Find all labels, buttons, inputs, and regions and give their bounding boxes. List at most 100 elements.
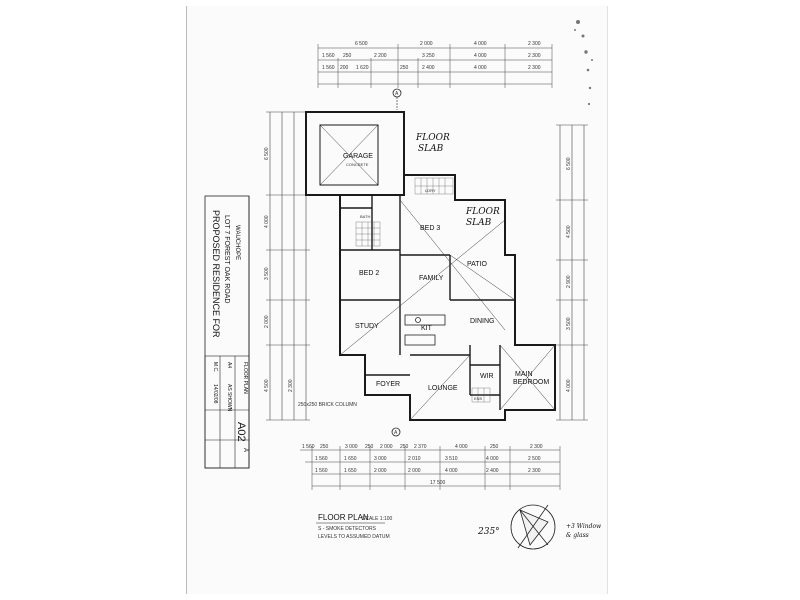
- dim-label: 2 500: [528, 456, 541, 462]
- dim-label: 2 000: [408, 468, 421, 474]
- dim-label: 4 000: [474, 65, 487, 71]
- dim-label: 1 560: [315, 468, 328, 474]
- dim-label: 4 000: [445, 468, 458, 474]
- dim-label: 250: [400, 65, 409, 71]
- dim-label: 1 560: [322, 65, 335, 71]
- dim-label: 4 000: [264, 215, 270, 228]
- left-dimensions: [266, 111, 310, 421]
- right-dims-text: 6 500 4 500 2 900 3 500 4 000: [566, 157, 572, 392]
- dim-total: 17 500: [430, 480, 446, 486]
- tb-lot: LOT 7 FOREST OAK ROAD: [223, 215, 230, 303]
- dim-label: 4 500: [264, 379, 270, 392]
- tb-drawn: M.C.: [212, 362, 218, 373]
- dim-label: 3 000: [345, 444, 358, 450]
- dim-label: 2 400: [422, 65, 435, 71]
- room-ens: ENS: [474, 396, 483, 401]
- dim-label: 2 000: [374, 468, 387, 474]
- tb-scale: AS SHOWN: [226, 384, 232, 412]
- section-label: A: [395, 91, 399, 97]
- room-bath: BATH: [360, 214, 370, 219]
- drawing-title: FLOOR PLAN SCALE 1:100: [316, 513, 393, 524]
- room-garage: GARAGE: [343, 153, 373, 160]
- plan-diagonals: [319, 124, 556, 421]
- top-dimensions: [317, 44, 553, 88]
- section-marker-bottom: A: [391, 427, 401, 437]
- tb-town: WAUCHOPE: [234, 225, 240, 260]
- dim-label: 1 650: [344, 456, 357, 462]
- dim-label: 250: [320, 444, 329, 450]
- tb-revision: A: [242, 448, 248, 452]
- dim-label: 3 500: [566, 317, 572, 330]
- dim-label: 2 200: [374, 53, 387, 59]
- dim-label: 6 500: [566, 157, 572, 170]
- tb-drawing-no: A02: [235, 422, 247, 442]
- dim-label: 1 560: [315, 456, 328, 462]
- room-main-bedroom: BEDROOM: [513, 379, 549, 386]
- dim-label: 2 300: [288, 379, 294, 392]
- note-smoke: S - SMOKE DETECTORS: [318, 526, 377, 532]
- dim-label: 1 560: [302, 444, 315, 450]
- room-wir: WIR: [480, 373, 494, 380]
- dim-label: 2 370: [414, 444, 427, 450]
- left-dims-text: 6 500 4 000 3 500 2 000 4 500 2 300: [264, 147, 294, 392]
- plan-notes: 250x250 BRICK COLUMN S - SMOKE DETECTORS…: [298, 402, 390, 540]
- hand-side-note-1: +3 Window: [566, 523, 602, 530]
- room-kit: KIT: [421, 325, 433, 332]
- scan-noise: [574, 20, 593, 106]
- dim-label: 4 000: [474, 53, 487, 59]
- dim-label: 4 000: [486, 456, 499, 462]
- handwritten-notes: FLOOR SLAB FLOOR SLAB 235° +3 Window & g…: [415, 133, 602, 539]
- room-patio: PATIO: [467, 261, 488, 268]
- dim-label: 3 000: [374, 456, 387, 462]
- hand-floor-slab-right: FLOOR: [465, 207, 500, 217]
- tb-sheet-size: A4: [226, 362, 232, 368]
- dim-label: 3 500: [264, 267, 270, 280]
- dim-label: 200: [340, 65, 349, 71]
- room-study: STUDY: [355, 323, 379, 330]
- top-dims-text: 6 500 2 000 4 000 2 300 1 560 250 2 200 …: [322, 41, 541, 71]
- section-marker-top: A: [392, 88, 402, 110]
- room-family: FAMILY: [419, 275, 444, 282]
- dim-label: 2 300: [528, 41, 541, 47]
- bottom-dimensions: [300, 446, 561, 490]
- dim-label: 2 300: [530, 444, 543, 450]
- bottom-dims-text: 1 560 250 3 000 250 2 000 250 2 370 4 00…: [302, 444, 543, 486]
- dim-label: 4 000: [474, 41, 487, 47]
- title-heading: FLOOR PLAN: [318, 513, 369, 522]
- wet-area-tiles: [355, 177, 491, 403]
- dim-label: 2 300: [528, 53, 541, 59]
- dim-label: 250: [343, 53, 352, 59]
- room-labels: GARAGE CONCRETE BED 3 BED 2 FAMILY PATIO…: [343, 153, 549, 401]
- note-brick-column: 250x250 BRICK COLUMN: [298, 402, 357, 408]
- dim-label: 250: [365, 444, 374, 450]
- hand-bearing: 235°: [477, 527, 500, 537]
- dim-label: 250: [400, 444, 409, 450]
- dim-label: 1 650: [344, 468, 357, 474]
- tb-project: PROPOSED RESIDENCE FOR: [211, 210, 221, 338]
- right-dimensions: [556, 124, 588, 421]
- title-block: PROPOSED RESIDENCE FOR LOT 7 FOREST OAK …: [204, 195, 250, 469]
- dim-label: 2 400: [486, 468, 499, 474]
- room-bed-2: BED 2: [359, 270, 379, 277]
- dim-label: 1 620: [356, 65, 369, 71]
- dim-label: 2 300: [528, 468, 541, 474]
- kitchen-bench: [404, 314, 446, 346]
- room-ldry: LDRY: [425, 188, 436, 193]
- dim-label: 3 250: [422, 53, 435, 59]
- hand-floor-slab-right-2: SLAB: [466, 218, 492, 228]
- dim-label: 250: [490, 444, 499, 450]
- room-main-bedroom-1: MAIN: [515, 371, 533, 378]
- note-levels: LEVELS TO ASSUMED DATUM: [318, 534, 390, 540]
- room-garage-sub: CONCRETE: [346, 162, 369, 167]
- dim-label: 2 000: [264, 315, 270, 328]
- dim-label: 6 500: [264, 147, 270, 160]
- dim-label: 2 900: [566, 275, 572, 288]
- dim-label: 6 500: [355, 41, 368, 47]
- dim-label: 2 000: [420, 41, 433, 47]
- tb-drawing-title: FLOOR PLAN: [242, 362, 248, 394]
- dim-label: 2 000: [380, 444, 393, 450]
- hand-side-note-2: & glass: [566, 532, 589, 539]
- dim-label: 4 000: [566, 379, 572, 392]
- dim-label: 1 560: [322, 53, 335, 59]
